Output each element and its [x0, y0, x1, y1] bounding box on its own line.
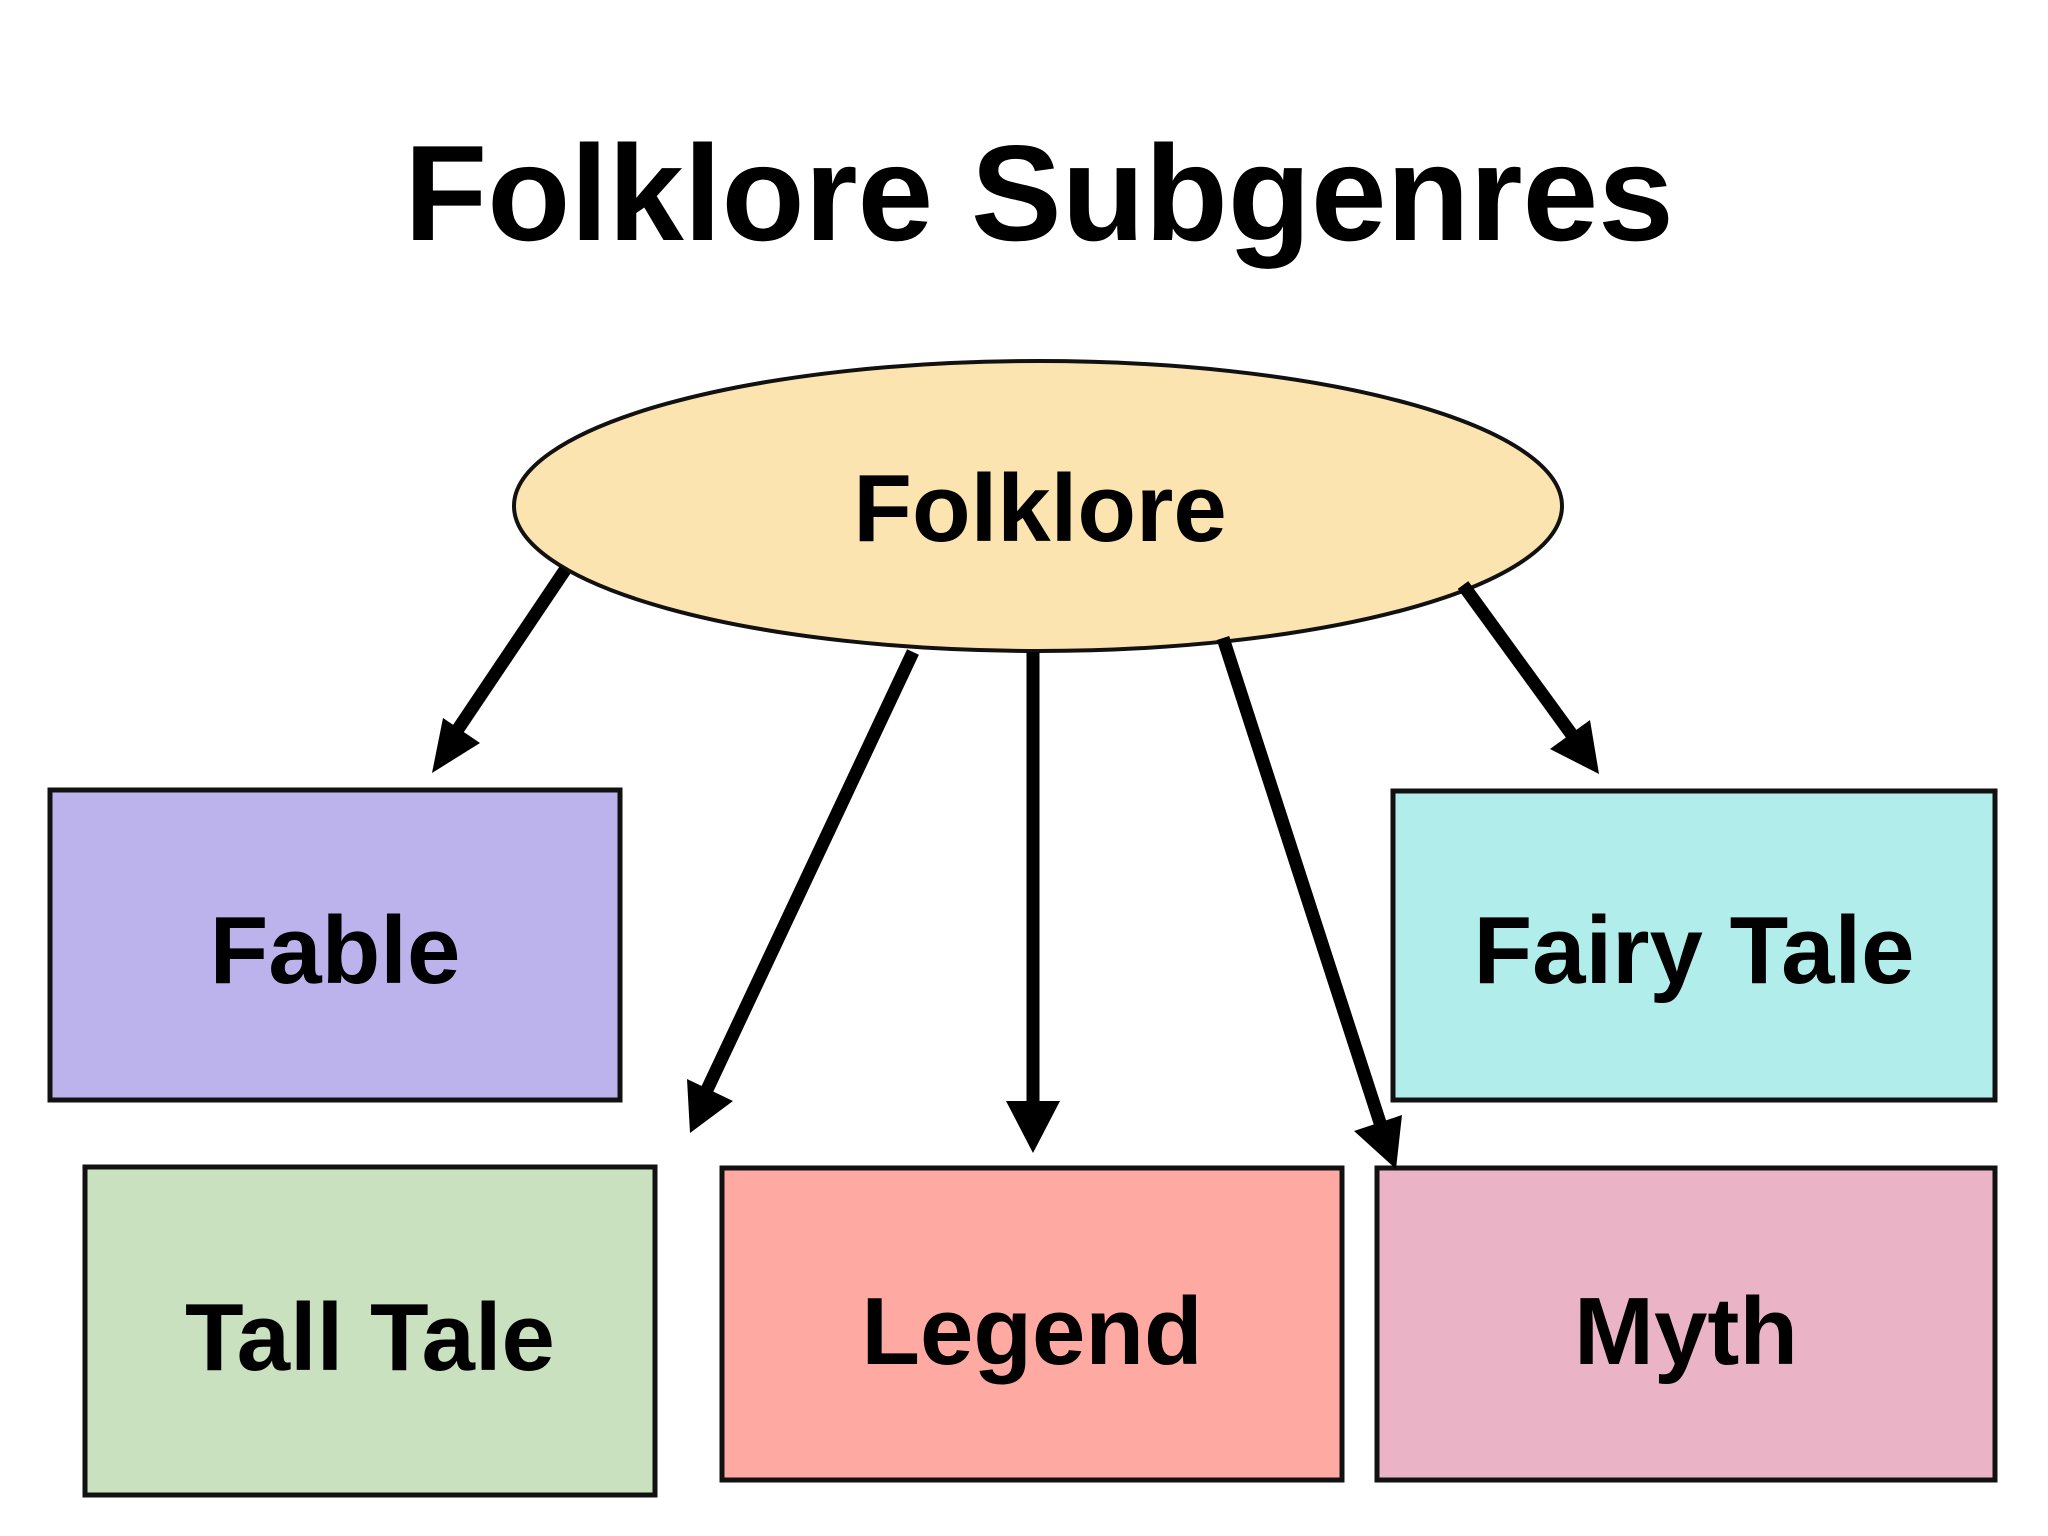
edge-folklore-fairy-tale-arrowhead: [1550, 720, 1599, 774]
node-tall-tale-box: [82, 1164, 658, 1498]
edge-folklore-myth: [1216, 635, 1402, 1169]
node-myth: Myth: [1374, 1165, 1998, 1483]
node-fable-label: Fable: [210, 897, 461, 1004]
node-legend-box: [719, 1165, 1345, 1483]
edge-folklore-legend: [1006, 652, 1060, 1153]
root-node: Folklore: [512, 359, 1564, 653]
edge-folklore-legend-arrowhead: [1006, 1101, 1060, 1153]
edge-folklore-fable: [432, 566, 571, 773]
diagram-title: Folklore Subgenres: [404, 117, 1674, 269]
edge-folklore-tall-tale: [687, 649, 919, 1133]
edge-folklore-fairy-tale-line: [1457, 581, 1581, 743]
node-fable: Fable: [47, 787, 623, 1103]
edge-folklore-tall-tale-line: [699, 649, 919, 1097]
node-myth-label: Myth: [1574, 1278, 1798, 1385]
node-legend-label: Legend: [861, 1278, 1202, 1385]
edge-folklore-tall-tale-arrowhead: [687, 1079, 733, 1133]
root-ellipse: [512, 359, 1564, 653]
node-fable-box: [47, 787, 623, 1103]
edge-folklore-fable-line: [442, 566, 571, 748]
node-legend: Legend: [719, 1165, 1345, 1483]
node-fairy-tale-box: [1390, 788, 1998, 1103]
node-myth-box: [1374, 1165, 1998, 1483]
edge-folklore-myth-line: [1216, 635, 1390, 1135]
edge-folklore-myth-arrowhead: [1354, 1115, 1402, 1169]
node-tall-tale-label: Tall Tale: [185, 1284, 555, 1391]
edge-folklore-fairy-tale: [1457, 581, 1599, 774]
node-tall-tale: Tall Tale: [82, 1164, 658, 1498]
root-label: Folklore: [853, 455, 1226, 562]
node-fairy-tale: Fairy Tale: [1390, 788, 1998, 1103]
edge-folklore-fable-arrowhead: [432, 718, 480, 773]
node-fairy-tale-label: Fairy Tale: [1473, 897, 1914, 1004]
